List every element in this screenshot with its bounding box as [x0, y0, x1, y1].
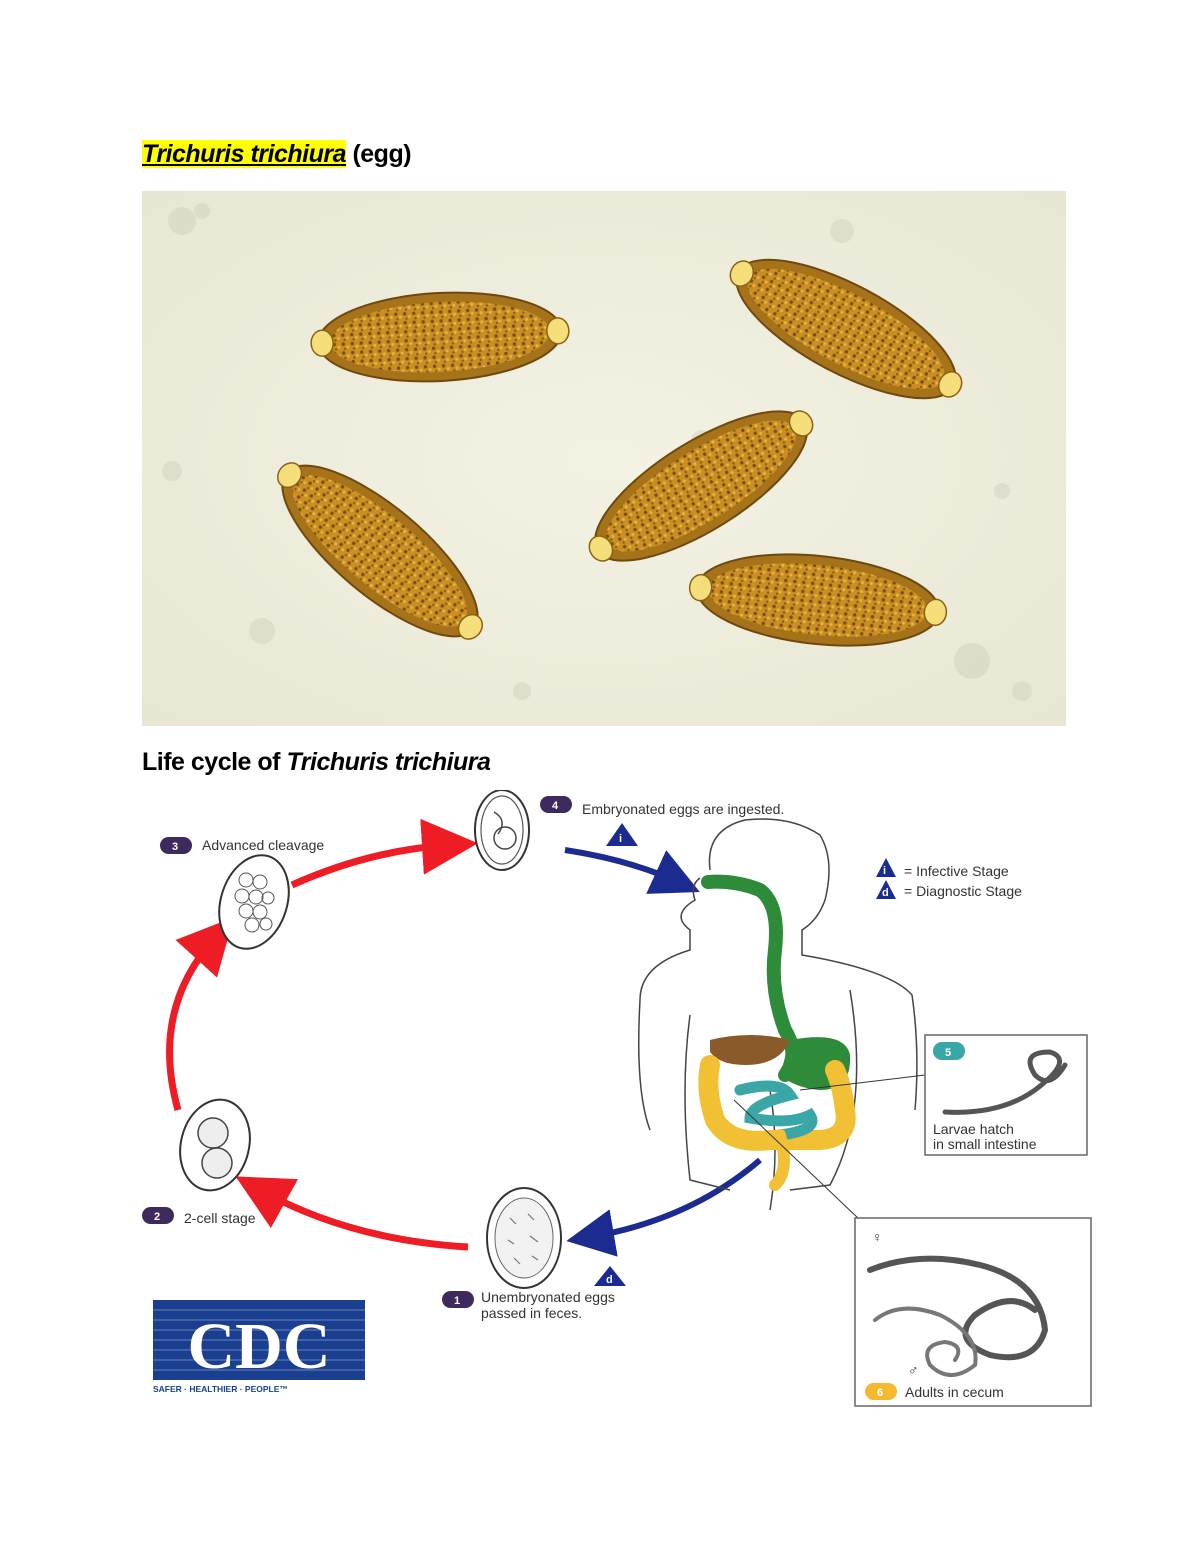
- lifecycle-diagram-svg: i = Infective Stage d = Diagnostic Stage…: [142, 790, 1092, 1407]
- egg-stage-2: [179, 1098, 251, 1192]
- step-1-label-line1: Unembryonated eggs: [481, 1289, 615, 1305]
- female-symbol: ♀: [872, 1229, 883, 1245]
- infective-legend-letter: i: [883, 865, 886, 877]
- step-5-box: 5 Larvae hatch in small intestine: [924, 1034, 1088, 1156]
- diagnostic-legend-icon: d: [876, 880, 896, 899]
- step-6-label: Adults in cecum: [905, 1384, 1004, 1400]
- step-5-number: 5: [945, 1047, 951, 1059]
- step-2-label: 2-cell stage: [184, 1210, 256, 1226]
- egg-stage-4: [474, 790, 530, 871]
- step-5-label-line2: in small intestine: [933, 1136, 1037, 1152]
- egg-heading-species: Trichuris trichiura: [142, 140, 347, 168]
- diagnostic-legend-label: = Diagnostic Stage: [904, 883, 1022, 899]
- step-1-label-line2: passed in feces.: [481, 1305, 582, 1321]
- larva-drawing: [942, 1049, 1068, 1115]
- egg-micrograph-image: [142, 191, 1066, 726]
- step-1-number: 1: [454, 1295, 460, 1307]
- cdc-logo-text: CDC: [188, 1310, 331, 1383]
- step-4-number: 4: [552, 800, 559, 812]
- step-6-number: 6: [877, 1387, 883, 1399]
- lifecycle-heading-prefix: Life cycle of: [142, 748, 287, 776]
- arrow-3-to-4: [290, 818, 478, 889]
- step-4-label: Embryonated eggs are ingested.: [582, 801, 784, 817]
- step-6-box: ♀ ♂ 6 Adults in cecum: [854, 1217, 1092, 1407]
- male-worm-drawing: [873, 1306, 978, 1377]
- infective-legend-icon: i: [876, 858, 896, 877]
- lifecycle-heading: Life cycle of Trichuris trichiura: [142, 748, 491, 777]
- diagnostic-legend-letter: d: [882, 887, 889, 899]
- step-5-label-line1: Larvae hatch: [933, 1121, 1014, 1137]
- infective-legend-label: = Infective Stage: [904, 863, 1009, 879]
- arrow-1-to-2: [235, 1176, 469, 1251]
- arrow-host-to-1: [566, 1157, 762, 1257]
- small-intestine: [734, 1080, 818, 1141]
- human-host: [638, 818, 926, 1221]
- egg-stage-3: [218, 854, 290, 950]
- step-2-number: 2: [154, 1211, 160, 1223]
- male-symbol: ♂: [908, 1362, 919, 1378]
- egg-heading: Trichuris trichiura (egg): [142, 140, 412, 169]
- liver: [710, 1035, 790, 1065]
- egg-micrograph: [142, 191, 1066, 726]
- step-3-label: Advanced cleavage: [202, 837, 324, 853]
- diagnostic-stage-marker: d: [594, 1266, 626, 1286]
- legend: i = Infective Stage d = Diagnostic Stage: [876, 858, 1022, 899]
- cdc-logo: CDC SAFER · HEALTHIER · PEOPLE™: [153, 1300, 365, 1394]
- egg-heading-suffix: (egg): [346, 140, 412, 168]
- large-intestine: [698, 1055, 856, 1151]
- arrow-2-to-3: [166, 917, 234, 1111]
- egg-stage-1: [486, 1187, 562, 1289]
- infective-stage-marker: i: [606, 823, 638, 846]
- diagnostic-marker-letter: d: [606, 1274, 613, 1286]
- female-worm-drawing: [867, 1255, 1049, 1361]
- lifecycle-diagram: i = Infective Stage d = Diagnostic Stage…: [130, 790, 1100, 1420]
- step-3-number: 3: [172, 841, 178, 853]
- lifecycle-heading-species: Trichuris trichiura: [286, 748, 491, 776]
- arrow-4-to-host: [564, 847, 700, 894]
- infective-marker-letter: i: [619, 833, 622, 845]
- cdc-tagline: SAFER · HEALTHIER · PEOPLE™: [153, 1384, 288, 1394]
